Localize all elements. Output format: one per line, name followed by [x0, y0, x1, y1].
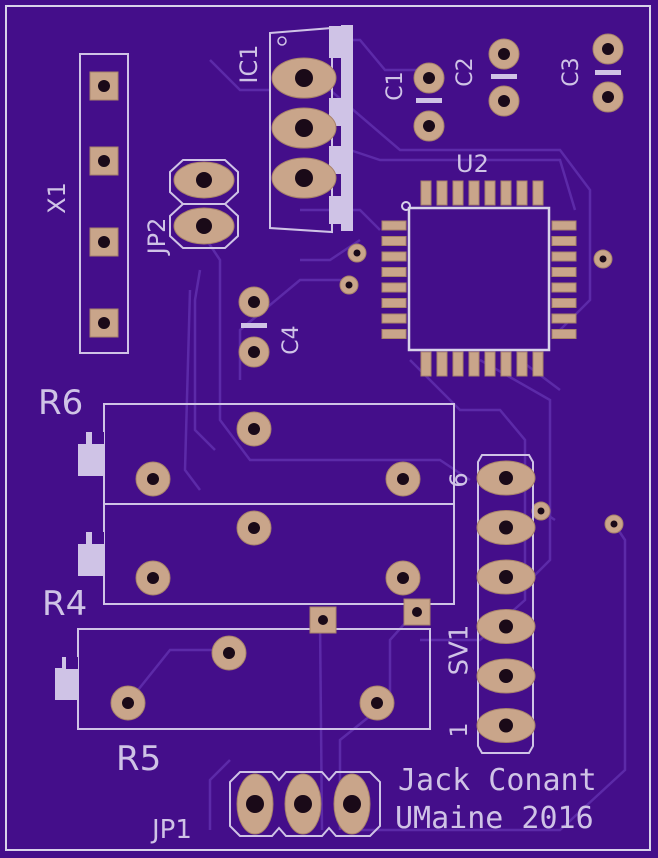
u2-pin — [532, 180, 544, 206]
u2-pin — [551, 282, 577, 293]
r4-label: R4 — [42, 584, 87, 624]
u2-pin — [484, 180, 496, 206]
sv1-pin-first-label: 1 — [445, 722, 473, 737]
copper-traces — [129, 38, 627, 832]
ic1-regulator: IC1 — [235, 25, 353, 234]
u2-pin — [452, 351, 464, 377]
vias — [339, 243, 624, 534]
u2-pin — [532, 351, 544, 377]
sv1-pad-hole — [499, 520, 513, 535]
r5-label: R5 — [116, 739, 161, 779]
jp2-label: JP2 — [143, 218, 171, 257]
u2-pin — [381, 251, 407, 262]
ic1-label: IC1 — [235, 44, 263, 83]
u2-pin — [551, 329, 577, 339]
x1-label: X1 — [43, 182, 71, 214]
u2-pin — [500, 180, 512, 206]
c2-capacitor: C2 — [453, 38, 520, 117]
u2-pin — [551, 267, 577, 277]
sv1-label: SV1 — [445, 625, 475, 676]
x1-connector: X1 — [43, 53, 129, 354]
u2-pin — [381, 329, 407, 339]
sv1-pin-last-label: 6 — [445, 472, 473, 487]
u2-label: U2 — [456, 150, 489, 178]
sv1-pad-hole — [499, 570, 513, 584]
c1-capacitor: C1 — [383, 62, 445, 142]
u2-pin — [381, 313, 407, 324]
jp2-jumper: JP2 — [143, 159, 239, 257]
c1-label: C1 — [383, 71, 408, 100]
sv1-pad-hole — [499, 718, 513, 733]
square-pads — [309, 598, 431, 634]
u2-pin — [500, 351, 512, 377]
sv1-pad-hole — [499, 471, 513, 485]
org-year: UMaine 2016 — [395, 801, 594, 836]
u2-pin — [516, 351, 528, 377]
c2-label: C2 — [453, 57, 478, 86]
u2-pin — [381, 298, 407, 308]
u2-pin — [516, 180, 528, 206]
board-outline — [5, 5, 651, 851]
r6-label: R6 — [38, 383, 83, 423]
u2-pin — [551, 298, 577, 308]
u2-pin — [452, 180, 464, 206]
u2-pin — [484, 351, 496, 377]
signature-block: Jack Conant UMaine 2016 — [395, 763, 597, 836]
author-name: Jack Conant — [398, 763, 597, 798]
c4-label: C4 — [279, 325, 304, 354]
c3-capacitor: C3 — [559, 33, 624, 113]
u2-pin — [381, 220, 407, 231]
sv1-header: SV1 1 6 — [445, 454, 536, 754]
sv1-pad-hole — [499, 619, 513, 634]
u2-pin — [551, 313, 577, 324]
u2-pin — [551, 236, 577, 246]
u2-pin — [420, 180, 432, 206]
r5-potentiometer: R5 — [55, 628, 431, 779]
u2-pin — [381, 236, 407, 246]
jp1-jumper: JP1 — [150, 771, 381, 845]
c4-capacitor: C4 — [238, 286, 304, 368]
u2-pin — [468, 351, 480, 377]
u2-pin — [551, 251, 577, 262]
u2-pin — [551, 220, 577, 231]
u2-pin — [468, 180, 480, 206]
u2-pin — [381, 282, 407, 293]
u2-pin — [381, 267, 407, 277]
r6-potentiometer: R6 — [38, 383, 455, 505]
square-pad — [403, 598, 431, 626]
u2-pin — [436, 351, 448, 377]
r4-potentiometer: R4 — [42, 503, 455, 624]
u2-pin — [436, 180, 448, 206]
c3-label: C3 — [559, 57, 584, 86]
jp1-label: JP1 — [150, 815, 192, 845]
u2-pin — [420, 351, 432, 377]
sv1-pad-hole — [499, 669, 513, 683]
u2-microcontroller: U2 — [381, 150, 577, 377]
